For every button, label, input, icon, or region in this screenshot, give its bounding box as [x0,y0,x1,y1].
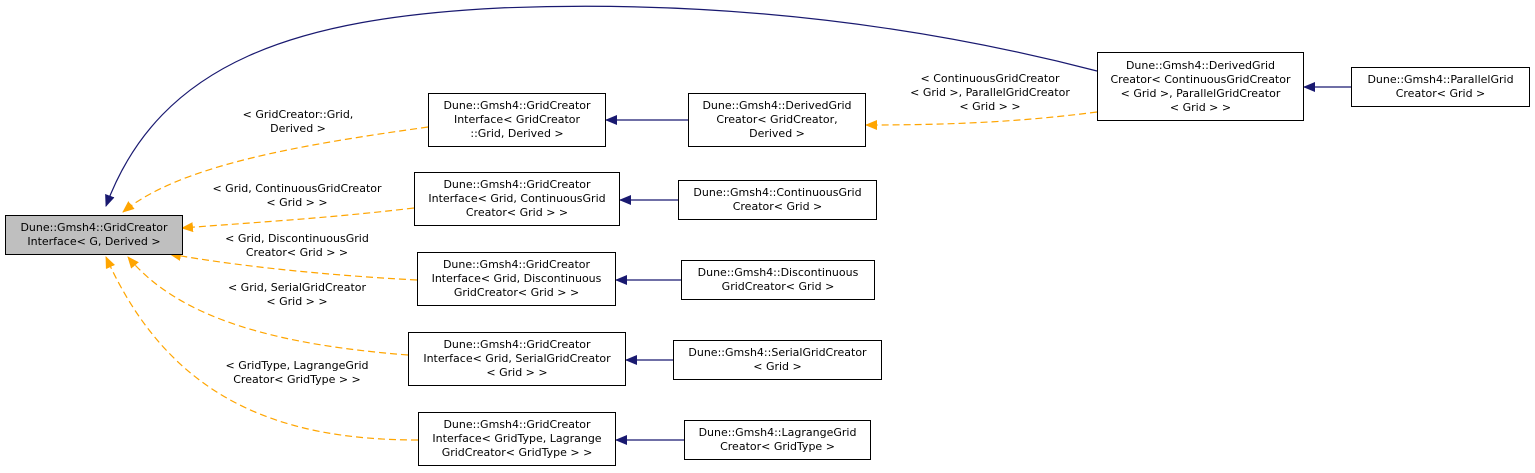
edge-template-continuous-parallel [865,111,1098,130]
edge-label-gridcreator-grid-derived: < GridCreator::Grid,Derived > [242,108,354,135]
edge-template-grid-continuous [181,207,415,233]
edge-label-grid-continuous: < Grid, ContinuousGridCreator< Grid > > [212,182,382,209]
edge-template-grid-discontinuous [169,251,418,281]
edge-label-grid-serial: < Grid, SerialGridCreator< Grid > > [227,281,367,308]
edge-label-continuous-parallel: < ContinuousGridCreator< Grid >, Paralle… [910,72,1070,113]
edge-derived-continuous-parallel-to-root [105,5,1098,207]
edge-template-gridcreator-derived [122,126,429,213]
edge-template-grid-serial [127,256,409,356]
node-serial-grid-creator[interactable]: Dune::Gmsh4::SerialGridCreator< Grid > [673,340,882,380]
edge-template-gridtype-lagrange [105,256,419,441]
